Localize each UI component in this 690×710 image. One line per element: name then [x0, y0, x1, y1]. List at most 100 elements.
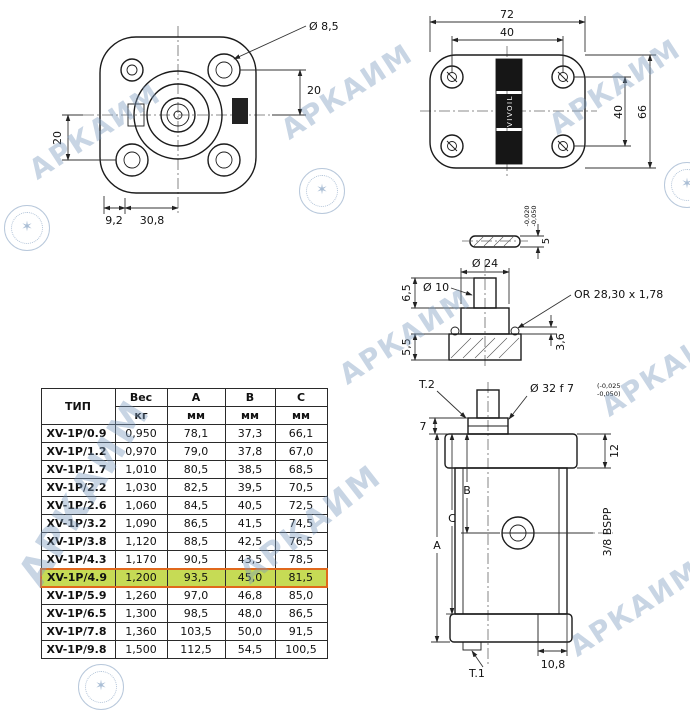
cell-type: XV-1P/3.2	[40, 514, 116, 533]
cell-weight: 0,970	[114, 442, 168, 461]
dim-d10-label: Ø 10	[423, 281, 449, 294]
dim-5-label: 5	[541, 238, 552, 244]
dim-7-label: 7	[420, 420, 427, 433]
cell-a: 79,0	[166, 442, 226, 461]
shaft-detail-drawing: Ø 24 Ø 10 6,5 5,5 3,6 OR 28,30 x 1,78	[400, 257, 663, 368]
front-view-drawing: Ø 8,5 20 20 9,2 30,8	[51, 20, 339, 227]
cell-b: 42,5	[224, 532, 276, 551]
cell-b: 41,5	[224, 514, 276, 533]
dim-72-label: 72	[500, 8, 514, 21]
cell-a: 112,5	[166, 640, 226, 659]
rear-view-dimensions: 72 40 40 66 -0,020 -0,050 5	[429, 8, 656, 259]
unit-a: мм	[166, 406, 226, 425]
cell-type: XV-1P/1.7	[40, 460, 116, 479]
nameplate-block-top	[496, 59, 522, 91]
cell-type: XV-1P/1.2	[40, 442, 116, 461]
cell-type: XV-1P/2.6	[40, 496, 116, 515]
col-header-a: A	[166, 388, 226, 407]
cell-type: XV-1P/4.3	[40, 550, 116, 569]
dim-5-5-label: 5,5	[400, 338, 413, 356]
dim-10-8-label: 10,8	[541, 658, 566, 671]
shaft-dia-label: Ø 32 f 7	[530, 382, 574, 395]
datasheet-page: { "watermark": { "text": "АРКАИМ" }, "ta…	[0, 0, 690, 690]
cell-b: 43,5	[224, 550, 276, 569]
shaft-tol-lower-label: -0,050)	[597, 390, 621, 398]
rear-view-geometry: VIVOIL	[420, 46, 597, 248]
cell-b: 39,5	[224, 478, 276, 497]
cell-c: 100,5	[274, 640, 328, 659]
cell-type: XV-1P/0.9	[40, 424, 116, 443]
side-view-dimensions: T.2 Ø 32 f 7 (-0,025 -0,050) 7 12 B C A …	[418, 378, 621, 680]
cell-c: 70,5	[274, 478, 328, 497]
cell-type: XV-1P/2.2	[40, 478, 116, 497]
cell-b: 40,5	[224, 496, 276, 515]
shaft-detail-geometry	[448, 260, 522, 368]
dim-66-label: 66	[636, 105, 649, 119]
cell-weight: 0,950	[114, 424, 168, 443]
cell-a: 98,5	[166, 604, 226, 623]
col-header-b: B	[224, 388, 276, 407]
dim-hole-dia-label: Ø 8,5	[309, 20, 339, 33]
cell-b: 48,0	[224, 604, 276, 623]
cell-b: 45,0	[224, 567, 276, 588]
cell-weight: 1,200	[114, 567, 168, 588]
dim-40-right-label: 40	[612, 105, 625, 119]
cell-a: 97,0	[166, 586, 226, 605]
cell-type: XV-1P/5.9	[40, 586, 116, 605]
cell-type: XV-1P/4.9	[40, 567, 116, 588]
cell-a: 84,5	[166, 496, 226, 515]
rear-view-drawing: VIVOIL 72 40 40 66 -0,020 -0,050 5	[420, 8, 656, 259]
cell-a: 82,5	[166, 478, 226, 497]
unit-c: мм	[274, 406, 328, 425]
cell-weight: 1,260	[114, 586, 168, 605]
dim-40-top-label: 40	[500, 26, 514, 39]
cell-type: XV-1P/6.5	[40, 604, 116, 623]
cell-a: 78,1	[166, 424, 226, 443]
shaft-tol-upper-label: (-0,025	[597, 382, 621, 390]
port-size-label: 3/8 BSPP	[601, 507, 614, 556]
cell-a: 103,5	[166, 622, 226, 641]
front-view-dimensions: Ø 8,5 20 20 9,2 30,8	[51, 20, 339, 227]
dim-b-label: B	[463, 484, 471, 497]
shaft-detail-dimensions: Ø 24 Ø 10 6,5 5,5 3,6 OR 28,30 x 1,78	[400, 257, 663, 361]
cell-weight: 1,030	[114, 478, 168, 497]
front-view-geometry	[83, 26, 296, 214]
cell-c: 85,0	[274, 586, 328, 605]
front-nameplate	[232, 98, 248, 124]
cell-c: 78,5	[274, 550, 328, 569]
dim-d24-label: Ø 24	[472, 257, 498, 270]
cell-c: 68,5	[274, 460, 328, 479]
side-view-drawing: T.2 Ø 32 f 7 (-0,025 -0,050) 7 12 B C A …	[418, 378, 621, 680]
cell-b: 50,0	[224, 622, 276, 641]
brand-label: VIVOIL	[506, 95, 514, 127]
tab-tol-upper-label: -0,020	[523, 206, 531, 227]
dim-9-2-label: 9,2	[105, 214, 123, 227]
cell-b: 37,3	[224, 424, 276, 443]
cell-c: 76,5	[274, 532, 328, 551]
cell-c: 81,5	[274, 567, 328, 588]
cell-type: XV-1P/9.8	[40, 640, 116, 659]
cell-b: 38,5	[224, 460, 276, 479]
cell-type: XV-1P/3.8	[40, 532, 116, 551]
cell-a: 90,5	[166, 550, 226, 569]
nameplate-block-mid	[496, 94, 522, 128]
cell-a: 86,5	[166, 514, 226, 533]
cell-c: 72,5	[274, 496, 328, 515]
cell-weight: 1,360	[114, 622, 168, 641]
spec-table-head: ТИП Вес A B C кг мм мм мм	[40, 388, 328, 425]
